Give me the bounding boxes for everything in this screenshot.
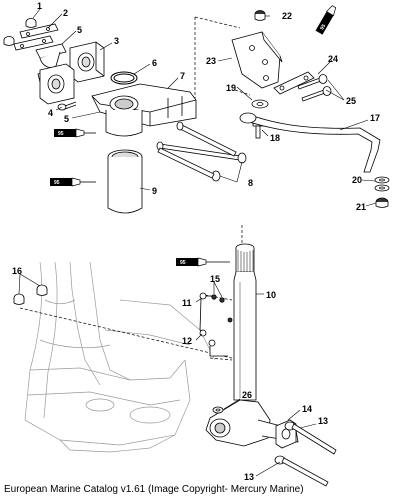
callout-10: 10 bbox=[266, 290, 276, 300]
sealant-tube-icon: 95 bbox=[50, 177, 96, 187]
callout-19: 19 bbox=[226, 83, 236, 93]
callout-22: 22 bbox=[282, 11, 292, 21]
sealant-tube-icon: 95 bbox=[176, 257, 230, 267]
callout-4: 4 bbox=[48, 108, 53, 118]
part-20-21-hardware bbox=[374, 176, 390, 208]
part-13-bolts bbox=[274, 421, 337, 487]
callout-7: 7 bbox=[180, 71, 185, 81]
part-24-link bbox=[273, 71, 315, 95]
part-25-bolts bbox=[297, 74, 332, 102]
callout-24: 24 bbox=[328, 54, 338, 64]
part-9-sleeve bbox=[107, 149, 143, 214]
sealant-label: 95 bbox=[319, 23, 327, 31]
part-7-swivel-housing bbox=[91, 83, 197, 137]
part-1-nut bbox=[3, 18, 37, 46]
sealant-tube-icon: 95 bbox=[315, 5, 337, 35]
callout-2: 2 bbox=[63, 8, 68, 18]
part-19-washer bbox=[251, 99, 269, 109]
callout-9: 9 bbox=[152, 186, 157, 196]
callout-11: 11 bbox=[182, 298, 192, 308]
callout-numbers: 1 2 3 4 5 5 6 7 8 9 10 11 12 13 13 14 15… bbox=[12, 1, 380, 482]
callout-17: 17 bbox=[370, 113, 380, 123]
callout-5b: 5 bbox=[64, 114, 69, 124]
callout-25: 25 bbox=[346, 96, 356, 106]
part-23-bracket bbox=[231, 31, 283, 89]
part-8-bolts bbox=[156, 121, 247, 182]
callout-8: 8 bbox=[248, 178, 253, 188]
ghosted-driveshaft-housing bbox=[24, 261, 216, 453]
part-22-nut bbox=[254, 10, 266, 21]
callout-3: 3 bbox=[114, 36, 119, 46]
callout-leaders bbox=[18, 8, 377, 477]
part-17-tie-bar bbox=[239, 112, 381, 173]
callout-26: 26 bbox=[242, 390, 252, 400]
part-3-bearing-blocks bbox=[39, 41, 105, 105]
image-caption: European Marine Catalog v1.61 (Image Cop… bbox=[4, 484, 304, 495]
sealant-tube-icon: 95 bbox=[54, 128, 96, 138]
part-4-screw bbox=[57, 101, 77, 111]
callout-18: 18 bbox=[270, 133, 280, 143]
part-6-ring bbox=[110, 71, 138, 85]
part-16-caps bbox=[13, 284, 48, 305]
callout-20: 20 bbox=[352, 175, 362, 185]
callout-1: 1 bbox=[37, 1, 42, 11]
callout-6: 6 bbox=[152, 58, 157, 68]
part-26-washer bbox=[212, 406, 224, 414]
callout-12: 12 bbox=[182, 336, 192, 346]
callout-15: 15 bbox=[210, 274, 220, 284]
callout-21: 21 bbox=[356, 202, 366, 212]
sealant-label: 95 bbox=[180, 260, 186, 266]
sealant-label: 95 bbox=[58, 131, 64, 137]
callout-5a: 5 bbox=[77, 25, 82, 35]
callout-23: 23 bbox=[206, 56, 216, 66]
callout-14: 14 bbox=[302, 404, 312, 414]
callout-16: 16 bbox=[12, 266, 22, 276]
callout-13b: 13 bbox=[244, 472, 254, 482]
callout-13a: 13 bbox=[318, 416, 328, 426]
sealant-label: 95 bbox=[54, 180, 60, 186]
part-11-12-15-fittings bbox=[199, 292, 233, 357]
